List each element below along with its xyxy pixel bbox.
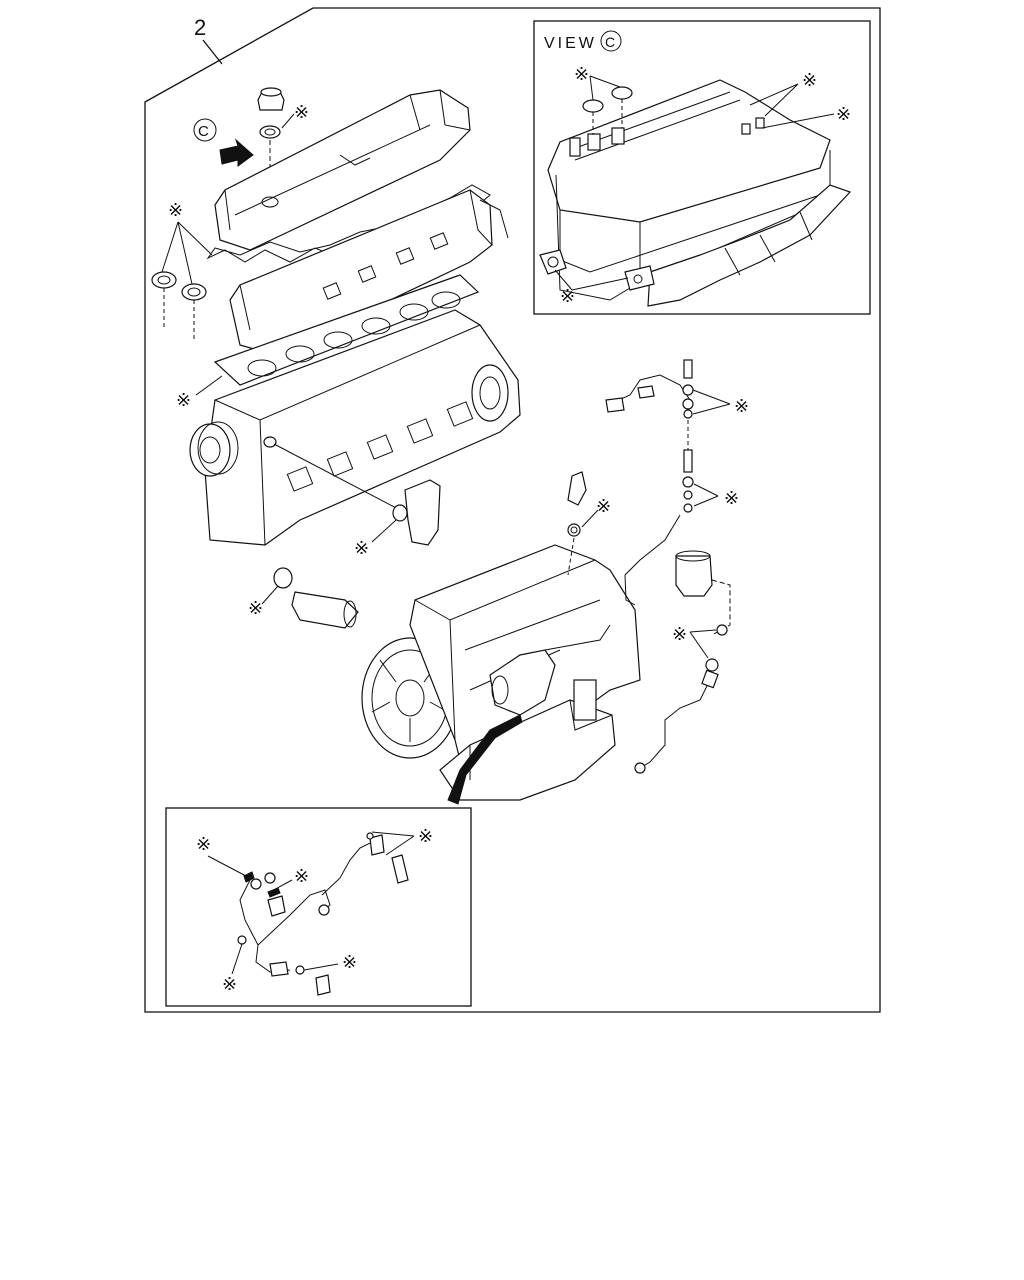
detail-marker-3: ※ xyxy=(418,826,433,846)
view-c-marker-1: ※ xyxy=(574,64,589,84)
injector xyxy=(567,471,587,506)
dipstick-pipe xyxy=(447,714,523,805)
detail-marker-2: ※ xyxy=(294,866,309,886)
fuel-line-marker-1: ※ xyxy=(734,396,749,416)
view-c-title: VIEW xyxy=(544,35,597,52)
water-pipe xyxy=(291,591,359,629)
view-c-frame xyxy=(533,20,871,315)
crank-seal-marker: ※ xyxy=(168,200,183,220)
fuel-return-pipe xyxy=(639,679,711,769)
cap-seal-marker: ※ xyxy=(294,102,309,122)
pipe-detail-inset: ※ ※ ※ ※ ※ xyxy=(165,807,472,1007)
pipe-detail-line xyxy=(239,879,291,973)
view-c-letter: C xyxy=(605,34,615,50)
fuel-filter xyxy=(675,555,713,597)
view-c-marker-4: ※ xyxy=(560,286,575,306)
view-c-exhaust-manifold xyxy=(647,184,852,307)
thermostat-housing xyxy=(404,479,441,546)
rear-crank-seal xyxy=(181,283,207,301)
detail-marker-1: ※ xyxy=(196,834,211,854)
part-number-leader xyxy=(202,39,223,65)
view-c-gasket-b xyxy=(611,86,633,100)
view-direction-arrow xyxy=(219,138,254,167)
o-ring-marker: ※ xyxy=(354,538,369,558)
pipe-detail-frame xyxy=(165,807,472,1007)
fuel-filter-marker: ※ xyxy=(724,488,739,508)
detail-marker-5: ※ xyxy=(342,952,357,972)
head-gasket xyxy=(213,274,480,386)
part-number-label: 2 xyxy=(194,15,206,40)
view-c-circle xyxy=(600,30,622,52)
main-frame xyxy=(144,7,881,1013)
callout-c-letter: C xyxy=(198,123,209,140)
upper-engine-assembly: C ※ ※ xyxy=(151,87,521,629)
view-c-inset: VIEW C ※ ※ ※ ※ xyxy=(533,20,871,315)
view-c-gasket-a xyxy=(582,99,604,113)
detail-marker-4: ※ xyxy=(222,974,237,994)
water-pipe-o-ring xyxy=(273,567,293,589)
view-c-marker-2: ※ xyxy=(802,70,817,90)
head-gasket-marker: ※ xyxy=(176,390,191,410)
view-c-marker-3: ※ xyxy=(836,104,851,124)
view-c-head xyxy=(547,79,831,223)
thermostat-o-ring xyxy=(392,504,408,522)
filler-cap-seal xyxy=(259,125,281,139)
rocker-cover xyxy=(214,89,471,251)
front-pulley xyxy=(189,423,231,477)
flywheel-housing xyxy=(471,364,509,422)
lower-engine-assembly: ※ ※ ※ ※ xyxy=(361,359,749,805)
lower-pipe-marker: ※ xyxy=(672,624,687,644)
callout-c-circle xyxy=(193,118,217,142)
injector-seal-marker: ※ xyxy=(596,496,611,516)
cylinder-block xyxy=(204,309,521,546)
fuel-line-upper xyxy=(609,374,691,405)
front-crank-seal xyxy=(151,271,177,289)
water-pipe-marker: ※ xyxy=(248,598,263,618)
